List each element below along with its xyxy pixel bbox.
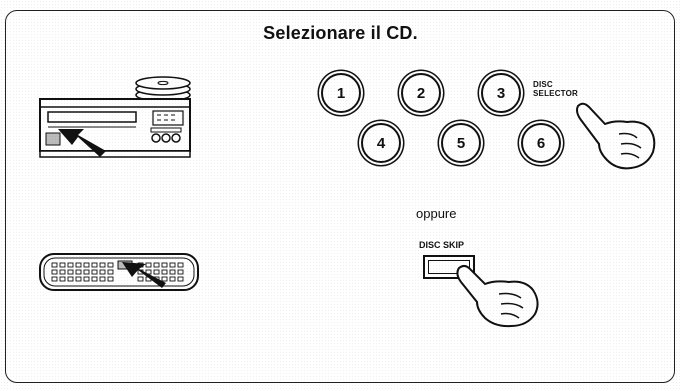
- pointing-hand-icon: [456, 264, 539, 328]
- disc-button-1[interactable]: 1: [321, 73, 361, 113]
- disc-selector-label-line2: SELECTOR: [533, 89, 579, 98]
- remote-control-icon: [39, 253, 199, 291]
- disc-button-3[interactable]: 3: [481, 73, 521, 113]
- cd-player-icon: [39, 76, 191, 158]
- press-arrow-icon: [122, 262, 166, 288]
- or-separator-text: oppure: [416, 206, 457, 221]
- disc-button-4[interactable]: 4: [361, 123, 401, 163]
- disc-button-6[interactable]: 6: [521, 123, 561, 163]
- instruction-title: Selezionare il CD.: [263, 23, 418, 43]
- pointing-hand-icon: [576, 102, 656, 170]
- disc-skip-label: DISC SKIP: [419, 240, 465, 250]
- disc-button-2[interactable]: 2: [401, 73, 441, 113]
- disc-selector-label-line1: DISC: [533, 80, 553, 89]
- disc-button-5[interactable]: 5: [441, 123, 481, 163]
- instruction-panel: [5, 10, 675, 383]
- press-arrow-icon: [58, 129, 106, 157]
